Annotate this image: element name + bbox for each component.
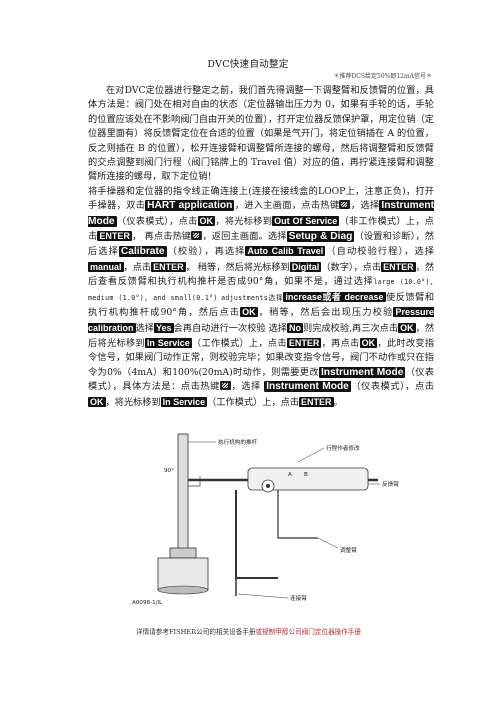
figure-code: A0098-1/IL xyxy=(132,600,163,606)
instrument-mode-label: Instrument Mode xyxy=(318,366,406,378)
ok-label: OK xyxy=(398,322,416,333)
page-title: DVC快速自动整定 xyxy=(207,59,289,70)
paragraph-preparation: 在对DVC定位器进行整定之前，我们首先得调整一下调整臂和反馈臂的位置，具体方法是… xyxy=(88,85,434,183)
no-label: No xyxy=(287,322,304,333)
hotkey-icon xyxy=(191,231,203,241)
footer-note: 详情请参考FISHER公司的相关设备手册或规制甲醇公司阀门定位器操作手册 xyxy=(136,628,362,636)
calibrate-label: Calibrate xyxy=(118,246,167,258)
out-of-service-label: Out Of Service xyxy=(272,215,340,226)
pushrod-connector xyxy=(169,547,197,559)
enter-label: ENTER xyxy=(151,261,186,272)
hart-application-label: HART application xyxy=(145,200,235,212)
actuator-body xyxy=(157,557,209,591)
ok-label: OK xyxy=(197,215,216,226)
hotkey-icon xyxy=(339,200,351,210)
paragraph-procedure: 将手操器和定位器的指令线正确连接上(连接在接线盒的LOOP上，注意正负)，打开手… xyxy=(88,185,435,408)
in-service-label: In Service xyxy=(160,396,208,407)
ok-label: OK xyxy=(88,396,106,407)
positioner-linkage-diagram: 90° A B 执行机构的推杆 行程作者修改 反馈臂 调整臂 连接臂 A0098… xyxy=(132,433,399,606)
auto-calib-travel-label: Auto Calib Travel xyxy=(245,246,326,257)
enter-label: ENTER xyxy=(97,231,132,242)
instrument-mode-label: Instrument Mode xyxy=(264,381,351,393)
angle-label: 90° xyxy=(164,468,174,474)
increase-decrease-label: increase或者 decrease xyxy=(283,291,386,302)
label-feedback-arm: 反馈臂 xyxy=(382,480,399,488)
adjustment-sizes: large (10.0°), medium (1.0°), and small(… xyxy=(88,278,434,302)
svg-text:B: B xyxy=(304,472,308,478)
manual-label: manual xyxy=(88,261,124,272)
setup-diag-label: Setup & Diag xyxy=(286,231,355,243)
recommendation-note: ＊推荐DCS给定50%即12mA信号＊ xyxy=(333,73,432,80)
instructions-body: 在对DVC定位器进行整定之前，我们首先得调整一下调整臂和反馈臂的位置，具体方法是… xyxy=(88,84,434,410)
in-service-label: In Service xyxy=(144,337,192,348)
actuator-pushrod xyxy=(177,433,189,555)
label-travel: 行程作者修改 xyxy=(326,444,360,452)
hotkey-icon xyxy=(219,381,231,391)
yes-label: Yes xyxy=(153,322,174,333)
positioner-housing xyxy=(247,467,369,491)
enter-label: ENTER xyxy=(286,337,322,348)
enter-label: ENTER xyxy=(381,261,416,272)
digital-label: Digital xyxy=(289,261,322,272)
adjustments-text: adjustments选择 xyxy=(221,293,284,302)
ok-label: OK xyxy=(240,307,258,318)
label-connecting-arm: 连接臂 xyxy=(290,594,307,602)
ok-label: OK xyxy=(359,337,378,348)
adjusting-arm xyxy=(235,490,278,579)
svg-text:A: A xyxy=(288,472,292,478)
enter-label: ENTER xyxy=(299,396,334,407)
label-adjusting-arm: 调整臂 xyxy=(340,546,357,554)
label-pushrod: 执行机构的推杆 xyxy=(218,438,258,446)
